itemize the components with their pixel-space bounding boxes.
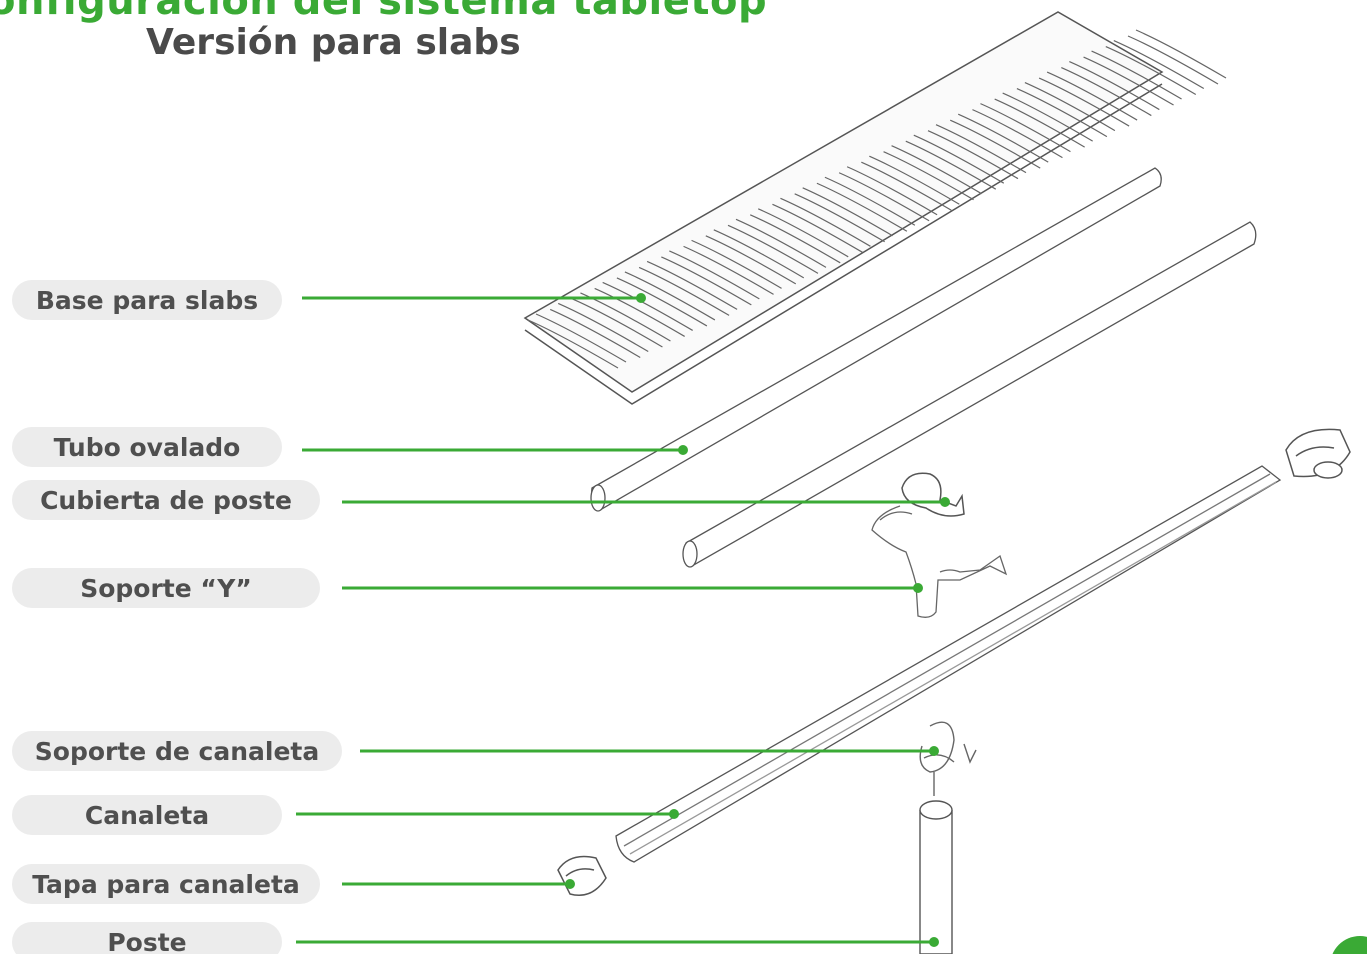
label-tapa-para-canaleta: Tapa para canaleta [12,864,320,904]
base-rib [572,292,671,348]
base-rib [838,166,938,222]
diagram-title: onfiguración del sistema tabletop [0,0,768,24]
poste-part [919,800,953,954]
base-rib [1105,39,1205,96]
label-canaleta: Canaleta [12,795,282,835]
base-rib [683,239,782,295]
tapa-para-canaleta-part [557,855,607,896]
label-soporte-de-canaleta: Soporte de canaleta [12,731,342,771]
base-rib [949,113,1049,169]
base-para-slabs-part [523,11,1227,405]
label-cubierta-de-poste: Cubierta de poste [12,480,320,520]
base-rib [1083,50,1182,106]
base-rib [661,250,760,306]
base-rib [905,134,1005,190]
base-rib [638,260,738,316]
base-rib [1038,71,1138,127]
base-rib [972,103,1071,159]
leader-lines [296,293,950,947]
cubierta-de-poste-part [901,472,965,517]
base-rib [772,197,871,253]
base-ribs [527,29,1227,369]
base-rib [1061,61,1160,117]
base-rib [727,218,827,274]
base-rib [749,208,849,264]
base-rib [794,187,893,243]
soporte-y-part [871,505,1008,618]
base-rib [816,176,916,232]
canaleta-part [615,465,1282,863]
label-poste: Poste [12,922,282,954]
base-rib [1127,29,1227,85]
end-cap-right [1285,428,1351,479]
base-rib [549,302,649,358]
base-rib [994,92,1093,148]
base-rib [883,145,982,201]
base-rib [1016,82,1116,138]
soporte-de-canaleta-part [919,721,977,796]
base-rib [616,271,716,327]
diagram-subtitle: Versión para slabs [146,22,521,63]
label-tubo-ovalado: Tubo ovalado [12,427,282,467]
label-soporte-y: Soporte “Y” [12,568,320,608]
base-rib [527,313,627,369]
base-rib [705,229,805,285]
base-rib [927,124,1027,180]
label-base-para-slabs: Base para slabs [12,280,282,320]
base-rib [861,155,960,211]
tubo-ovalado-part [590,167,1257,568]
